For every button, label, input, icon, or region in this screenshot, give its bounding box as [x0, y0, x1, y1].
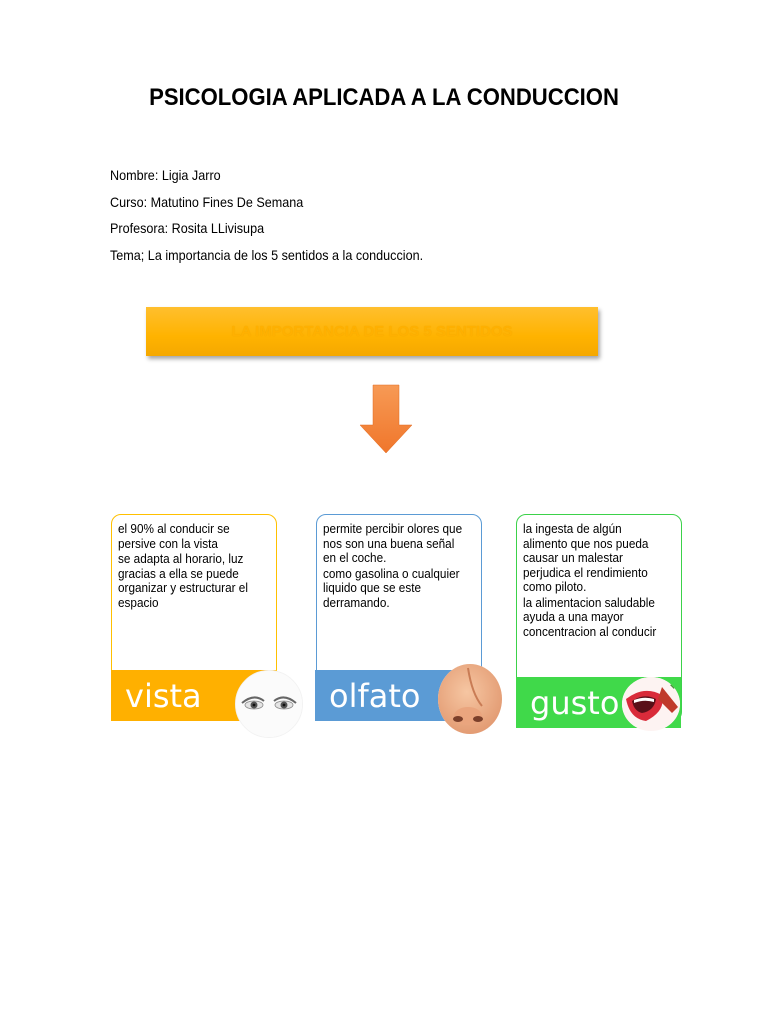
nose-icon — [438, 664, 502, 734]
down-arrow-icon — [359, 384, 413, 454]
senses-banner: LA IMPORTANCIA DE LOS 5 SENTIDOS — [146, 307, 598, 356]
card-olfato-line-1: permite percibir olores que nos son una … — [323, 522, 463, 565]
card-vista-text: el 90% al conducir se persive con la vis… — [112, 515, 276, 610]
card-gusto-line-2: la alimentacion saludable ayuda a una ma… — [523, 595, 657, 639]
card-vista-line-2: se adapta al horario, luz gracias a ella… — [118, 552, 248, 610]
banner-text: LA IMPORTANCIA DE LOS 5 SENTIDOS — [231, 323, 513, 340]
info-nombre: Nombre: Ligia Jarro — [110, 167, 221, 183]
info-curso: Curso: Matutino Fines De Semana — [110, 193, 304, 210]
eyes-icon — [235, 670, 303, 738]
card-gusto-line-1: la ingesta de algún alimento que nos pue… — [523, 522, 649, 594]
card-gusto-text: la ingesta de algún alimento que nos pue… — [517, 515, 681, 639]
document-title: PSICOLOGIA APLICADA A LA CONDUCCION — [149, 84, 619, 111]
info-profesora: Profesora: Rosita LLivisupa — [110, 220, 265, 236]
label-vista-text: vista — [125, 676, 202, 715]
label-gusto-text: gusto — [530, 683, 620, 722]
card-olfato-text: permite percibir olores que nos son una … — [317, 515, 481, 610]
card-olfato-line-2: como gasolina o cualquier liquido que se… — [323, 566, 460, 610]
label-olfato-text: olfato — [329, 676, 421, 715]
info-tema: Tema; La importancia de los 5 sentidos a… — [110, 246, 424, 263]
student-info: Nombre: Ligia Jarro Curso: Matutino Fine… — [110, 166, 458, 272]
mouth-icon — [622, 677, 680, 731]
card-vista-line-1: el 90% al conducir se persive con la vis… — [118, 522, 230, 551]
